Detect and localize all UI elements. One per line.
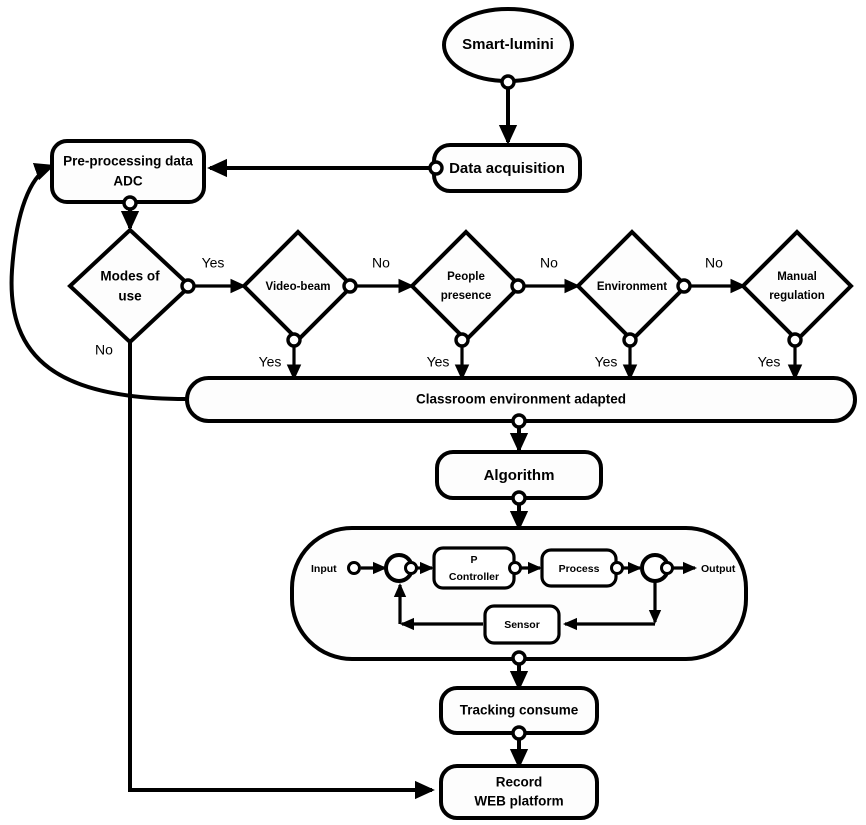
edge-label-videobeam-yes: Yes (259, 354, 282, 370)
edge-label-peoplepresence-no: No (540, 255, 558, 271)
modes-of-use-label-line1: Modes of (100, 269, 160, 284)
port-tracking-bottom (511, 725, 527, 741)
tracking-consume-label: Tracking consume (460, 703, 579, 718)
sensor-label: Sensor (504, 619, 540, 631)
video-beam-label: Video-beam (266, 281, 331, 293)
manual-regulation-label-line2: regulation (769, 290, 825, 302)
control-loop-input-label: Input (311, 563, 337, 575)
data-acquisition-label: Data acquisition (449, 160, 565, 177)
classroom-environment-label: Classroom environment adapted (416, 392, 626, 407)
port-environment-bottom (622, 332, 638, 348)
process-label: Process (559, 563, 600, 575)
pre-processing-box (50, 139, 206, 204)
record-web-box (439, 764, 599, 820)
manual-regulation-diamond (740, 229, 854, 343)
node-tracking-consume[interactable]: Tracking consume (439, 686, 599, 735)
node-control-loop[interactable]: Input P Controller Process (290, 526, 748, 661)
port-videobeam-bottom (286, 332, 302, 348)
modes-of-use-diamond (67, 227, 193, 345)
pre-processing-label-line2: ADC (113, 174, 142, 189)
input-node-dot (347, 561, 361, 575)
edge-label-environment-no: No (705, 255, 723, 271)
environment-label: Environment (597, 281, 667, 293)
p-controller-label-line2: Controller (449, 571, 499, 583)
node-classroom-environment[interactable]: Classroom environment adapted (185, 376, 857, 423)
sensor-box (483, 604, 561, 645)
port-preprocessing-bottom (122, 195, 138, 211)
edge-label-manualregulation-yes: Yes (758, 354, 781, 370)
algorithm-label: Algorithm (484, 467, 555, 484)
edge-label-modes-no: No (95, 342, 113, 358)
port-videobeam-right (342, 278, 358, 294)
node-video-beam[interactable]: Video-beam (241, 229, 355, 343)
p-controller-label-line1: P (470, 554, 477, 566)
record-web-label-line2: WEB platform (474, 794, 563, 809)
people-presence-label-line1: People (447, 271, 485, 283)
node-environment[interactable]: Environment (575, 229, 689, 343)
port-modes-right (180, 278, 196, 294)
modes-of-use-label-line2: use (118, 289, 142, 304)
p-controller-output-port (508, 561, 522, 575)
process-output-port (610, 561, 624, 575)
edge-label-modes-yes: Yes (202, 255, 225, 271)
summing-junction-left-port (404, 561, 418, 575)
edge-modes-no-to-recordweb (128, 342, 435, 800)
edge-label-peoplepresence-yes: Yes (427, 354, 450, 370)
record-web-label-line1: Record (496, 775, 543, 790)
port-peoplepresence-bottom (454, 332, 470, 348)
control-loop-output-label: Output (701, 563, 736, 575)
edge-label-environment-yes: Yes (595, 354, 618, 370)
node-pre-processing[interactable]: Pre-processing data ADC (50, 139, 206, 204)
port-peoplepresence-right (510, 278, 526, 294)
node-modes-of-use[interactable]: Modes of use (67, 227, 193, 345)
node-record-web-platform[interactable]: Record WEB platform (439, 764, 599, 820)
people-presence-label-line2: presence (441, 290, 492, 302)
port-manualregulation-bottom (787, 332, 803, 348)
port-classroom-bottom (511, 413, 527, 429)
edge-label-videobeam-no: No (372, 255, 390, 271)
summing-junction-right-port (660, 561, 674, 575)
port-environment-right (676, 278, 692, 294)
node-algorithm[interactable]: Algorithm (435, 450, 603, 500)
manual-regulation-label-line1: Manual (777, 271, 817, 283)
port-smartlumini-bottom (500, 74, 516, 90)
node-data-acquisition[interactable]: Data acquisition (432, 143, 582, 193)
smart-lumini-label: Smart-lumini (462, 36, 554, 53)
port-controlloop-bottom (511, 650, 527, 666)
node-people-presence[interactable]: People presence (409, 229, 523, 343)
port-dataacquisition-left (428, 160, 444, 176)
node-manual-regulation[interactable]: Manual regulation (740, 229, 854, 343)
port-algorithm-bottom (511, 490, 527, 506)
node-smart-lumini[interactable]: Smart-lumini (442, 7, 574, 83)
people-presence-diamond (409, 229, 523, 343)
edge-classroom-feedback-to-preprocessing (9, 163, 187, 401)
pre-processing-label-line1: Pre-processing data (63, 154, 193, 169)
